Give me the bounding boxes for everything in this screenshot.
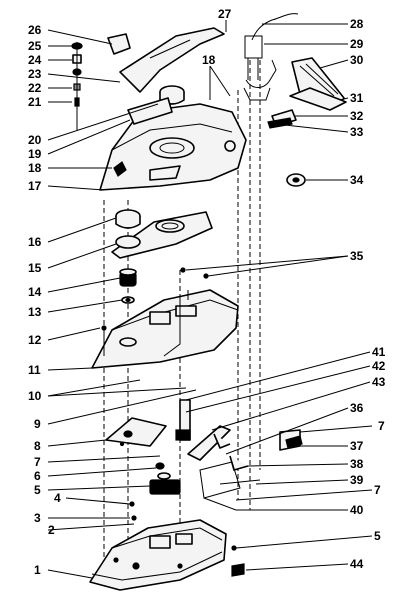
callout-26: 26 (28, 23, 42, 37)
plate-with-ring (111, 209, 213, 259)
callout-23: 23 (28, 67, 42, 81)
lower-housing (91, 267, 239, 369)
callout-24: 24 (28, 53, 42, 67)
power-cord (243, 13, 299, 101)
callout-11: 11 (28, 363, 41, 377)
callout-19: 19 (28, 147, 42, 161)
callout-33: 33 (350, 125, 364, 139)
callout-labels: 26 25 24 23 22 21 20 19 18 17 16 15 14 1… (28, 7, 386, 577)
callout-27: 27 (218, 7, 232, 21)
callout-42: 42 (372, 359, 386, 373)
callout-8: 8 (34, 439, 41, 453)
callout-10: 10 (28, 389, 42, 403)
callout-38: 38 (350, 457, 364, 471)
terminal-block (129, 462, 181, 521)
callout-7-right-lower: 7 (374, 483, 381, 497)
callout-13: 13 (28, 305, 42, 319)
callout-30: 30 (350, 53, 364, 67)
callout-17: 17 (28, 179, 42, 193)
callout-40: 40 (350, 503, 364, 517)
callout-18: 18 (28, 161, 42, 175)
callout-3: 3 (34, 511, 41, 525)
callout-7-left: 7 (34, 455, 41, 469)
callout-18-top: 18 (202, 53, 216, 67)
callout-22: 22 (28, 81, 42, 95)
callout-12: 12 (28, 333, 42, 347)
leader-lines (47, 20, 373, 579)
callout-14: 14 (28, 285, 42, 299)
callout-32: 32 (350, 109, 364, 123)
callout-5-right: 5 (374, 529, 381, 543)
callout-15: 15 (28, 261, 42, 275)
callout-5-left: 5 (34, 483, 41, 497)
internal-wiring (175, 399, 303, 511)
callout-34: 34 (350, 173, 364, 187)
callout-4: 4 (54, 491, 61, 505)
callout-6: 6 (34, 469, 41, 483)
thermostat-knob-parts (119, 268, 137, 304)
callout-20: 20 (28, 133, 42, 147)
callout-29: 29 (350, 37, 364, 51)
callout-31: 31 (350, 91, 364, 105)
thermostat-plate (105, 417, 167, 447)
callout-25: 25 (28, 39, 42, 53)
callout-2: 2 (48, 523, 55, 537)
handle-top-cover (107, 27, 225, 93)
small-fasteners-stack (71, 42, 83, 130)
callout-43: 43 (372, 375, 386, 389)
callout-44: 44 (350, 557, 364, 571)
callout-21: 21 (28, 95, 42, 109)
callout-41: 41 (372, 345, 386, 359)
callout-1: 1 (34, 563, 41, 577)
callout-28: 28 (350, 17, 364, 31)
callout-35: 35 (350, 249, 364, 263)
callout-7-right-upper: 7 (378, 419, 385, 433)
upper-housing (99, 97, 247, 191)
water-tank-parts (267, 57, 347, 187)
callout-39: 39 (350, 473, 364, 487)
callout-36: 36 (350, 401, 364, 415)
callout-16: 16 (28, 235, 42, 249)
soleplate (89, 519, 245, 591)
callout-37: 37 (350, 439, 364, 453)
callout-9: 9 (34, 417, 41, 431)
